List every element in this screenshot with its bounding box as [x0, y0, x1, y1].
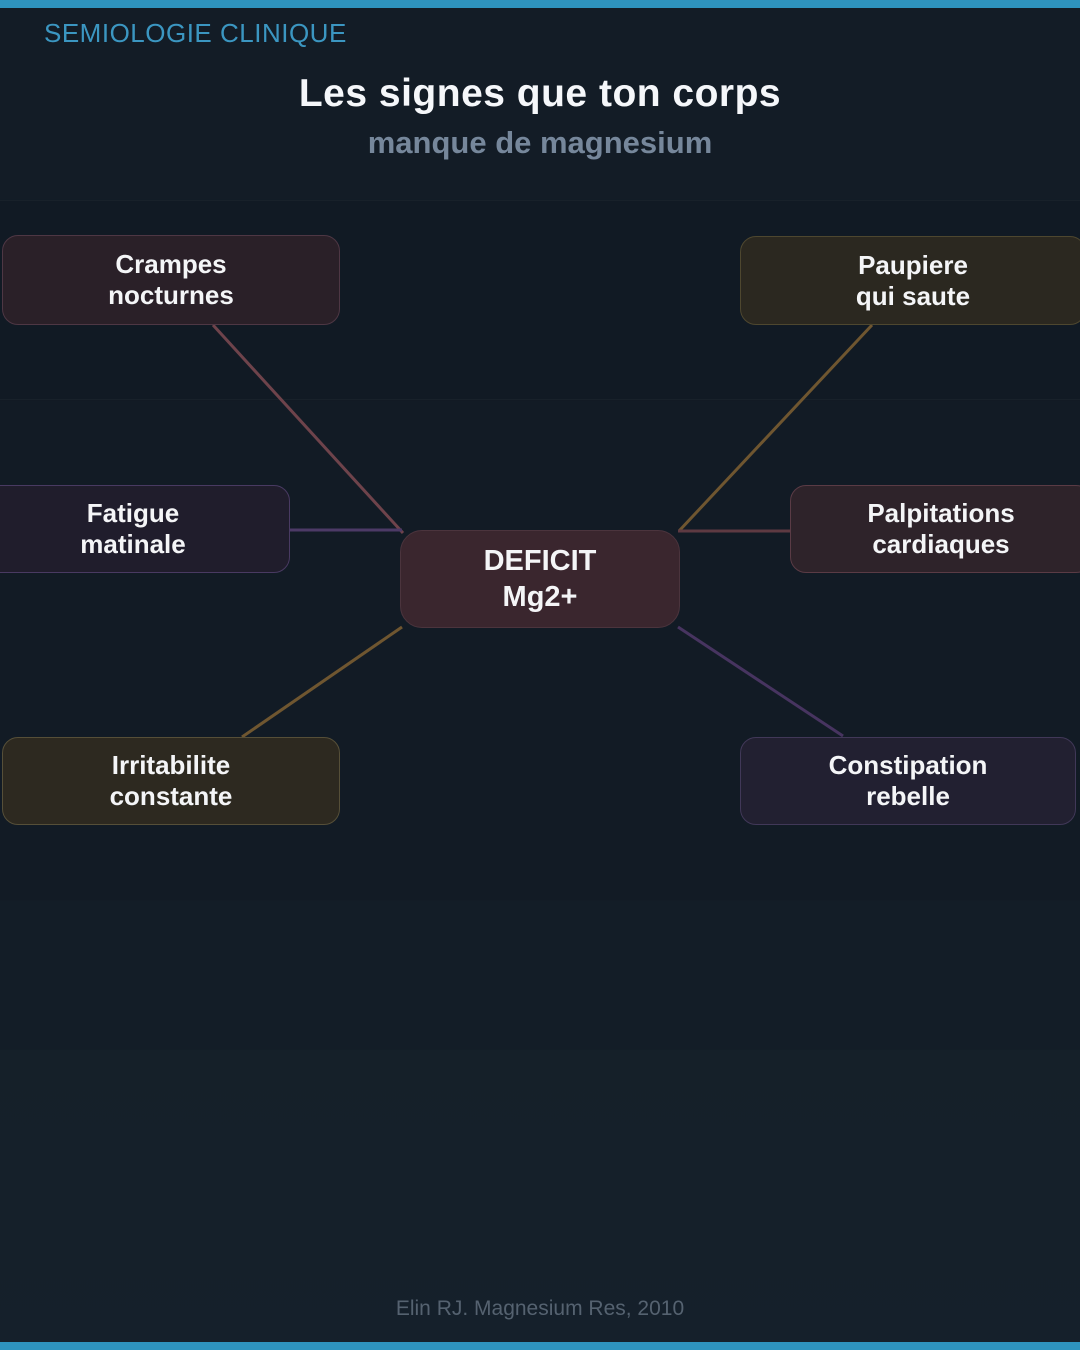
node-label-line: qui saute	[855, 280, 971, 311]
bottom-accent-bar	[0, 1342, 1080, 1350]
page-title: Les signes que ton corps	[298, 72, 782, 115]
node-label-line: Irritabilite	[111, 750, 231, 780]
page-subtitle: manque de magnesium	[367, 125, 713, 160]
node-label-line: DEFICIT	[483, 545, 597, 577]
source-citation: Elin RJ. Magnesium Res, 2010	[395, 1297, 685, 1320]
eyebrow-label: SEMIOLOGIE CLINIQUE	[44, 18, 347, 48]
diagram-node-crampes-nocturnes: Crampes nocturnes	[2, 235, 340, 325]
diagram-node-paupiere-qui-saute: Paupiere qui saute	[740, 236, 1080, 325]
connector-center-constipation	[677, 625, 844, 738]
node-label-line: rebelle	[866, 781, 950, 811]
connector-crampes-center	[211, 323, 405, 535]
node-label-line: Crampes	[115, 249, 227, 279]
diagram-node-palpitations-cardiaques: Palpitations cardiaques	[790, 485, 1080, 573]
node-label-line: Fatigue	[86, 498, 180, 528]
diagram-node-constipation-rebelle: Constipation rebelle	[740, 737, 1076, 825]
node-label-line: Constipation	[828, 750, 988, 780]
node-label-line: matinale	[80, 529, 186, 559]
node-label-line: Paupiere	[858, 249, 968, 280]
node-label-line: Palpitations	[867, 498, 1015, 528]
node-label-line: nocturnes	[108, 280, 234, 310]
diagram-node-irritabilite-constante: Irritabilite constante	[2, 737, 340, 825]
node-label-line: Mg2+	[502, 581, 578, 613]
connector-paupiere-center	[677, 323, 874, 533]
diagram-center-node-deficit-mg2: DEFICIT Mg2+	[400, 530, 680, 628]
connector-center-irritabilite	[241, 625, 403, 739]
node-label-line: constante	[109, 781, 233, 811]
node-label-line: cardiaques	[872, 529, 1010, 559]
top-accent-bar	[0, 0, 1080, 8]
diagram-node-fatigue-matinale: Fatigue matinale	[0, 485, 290, 573]
